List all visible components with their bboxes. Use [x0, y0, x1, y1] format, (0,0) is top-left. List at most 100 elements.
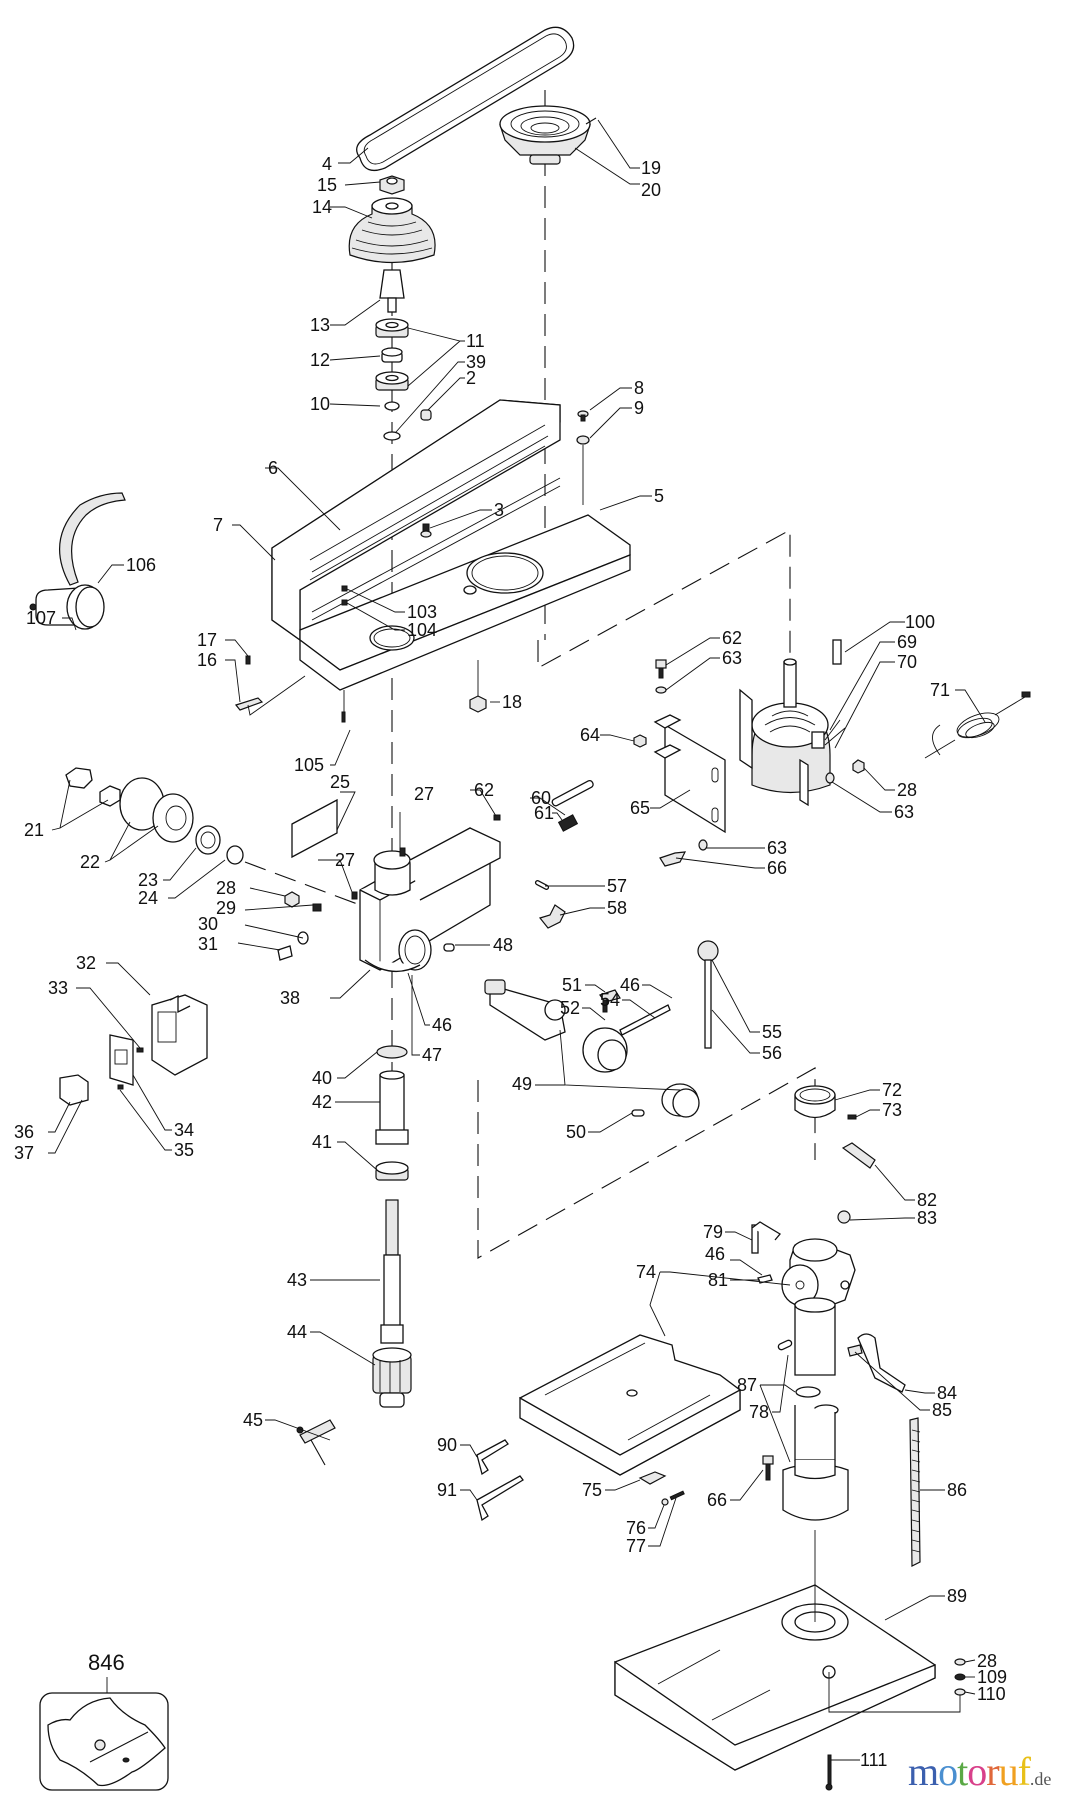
motor-alignment-line [537, 529, 791, 720]
callout-10: 10 [310, 394, 330, 414]
lower-bearing [375, 371, 409, 391]
callout-8: 8 [634, 378, 644, 398]
logo-letter: o [967, 1749, 987, 1794]
callout-76: 76 [626, 1518, 646, 1538]
washer-9 [576, 435, 590, 445]
callout-51: 51 [562, 975, 582, 995]
callout-9: 9 [634, 398, 644, 418]
hex-key-91 [476, 1475, 524, 1522]
callout-77: 77 [626, 1536, 646, 1556]
label-plate-25 [291, 798, 338, 859]
pinion-shaft-49 [484, 979, 566, 1041]
bearing-spacer [381, 347, 403, 363]
callout-54: 54 [600, 990, 620, 1010]
callout-100: 100 [905, 612, 935, 632]
callout-38: 38 [280, 988, 300, 1008]
callout-82: 82 [917, 1190, 937, 1210]
callout-39: 39 [466, 352, 486, 372]
callout-6: 6 [268, 458, 278, 478]
callout-36: 36 [14, 1122, 34, 1142]
callout-12: 12 [310, 350, 330, 370]
callout-104: 104 [407, 620, 437, 640]
callout-14: 14 [312, 197, 332, 217]
washer-63c [825, 772, 835, 784]
callout-57: 57 [607, 876, 627, 896]
hub-49 [661, 1083, 700, 1118]
callout-20: 20 [641, 180, 661, 200]
callout-46-bracket: 46 [705, 1244, 725, 1264]
callout-74: 74 [636, 1262, 656, 1282]
set-screw-73 [847, 1114, 857, 1120]
power-cord [924, 691, 1031, 759]
switch-box [59, 994, 208, 1106]
callout-103: 103 [407, 602, 437, 622]
callout-91: 91 [437, 1480, 457, 1500]
callout-62-head: 62 [474, 780, 494, 800]
set-screw-27b [351, 891, 358, 900]
callout-22: 22 [80, 852, 100, 872]
screw-8 [577, 410, 589, 422]
callout-64: 64 [580, 725, 600, 745]
bolt-85 [847, 1344, 863, 1357]
hex-key-90 [476, 1439, 509, 1476]
nut-64 [633, 734, 647, 748]
callout-90: 90 [437, 1435, 457, 1455]
callout-42: 42 [312, 1092, 332, 1112]
callout-44: 44 [287, 1322, 307, 1342]
callout-60: 60 [531, 788, 551, 808]
callout-81: 81 [708, 1270, 728, 1290]
callout-87: 87 [737, 1375, 757, 1395]
callout-69: 69 [897, 632, 917, 652]
callout-75: 75 [582, 1480, 602, 1500]
callout-35: 35 [174, 1140, 194, 1160]
callout-15: 15 [317, 175, 337, 195]
callout-56: 56 [762, 1043, 782, 1063]
nut-28-motor [852, 759, 865, 774]
pin-78 [777, 1339, 793, 1351]
bearing-41 [375, 1161, 409, 1181]
washer-63b [698, 839, 708, 851]
callout-66-column: 66 [707, 1490, 727, 1510]
hub-52 [582, 1027, 628, 1073]
callout-19: 19 [641, 158, 661, 178]
callout-34: 34 [174, 1120, 194, 1140]
logo-letter: r [986, 1749, 999, 1794]
spring-housing-parts [65, 767, 244, 865]
knob-2 [420, 409, 432, 421]
callout-33: 33 [48, 978, 68, 998]
belt-tension-parts [534, 779, 594, 929]
callout-109: 109 [977, 1667, 1007, 1687]
callout-73: 73 [882, 1100, 902, 1120]
spindle-pulley [348, 197, 436, 264]
callout-43: 43 [287, 1270, 307, 1290]
callout-58: 58 [607, 898, 627, 918]
callout-27-side: 27 [335, 850, 355, 870]
motor-pulley [499, 105, 591, 165]
callout-65: 65 [630, 798, 650, 818]
leader-lines [48, 119, 986, 1761]
callout-63-right: 63 [894, 802, 914, 822]
set-screw-19 [585, 117, 597, 125]
callout-83: 83 [917, 1208, 937, 1228]
callout-18: 18 [502, 692, 522, 712]
rack-86 [909, 1417, 921, 1567]
callout-11: 11 [466, 331, 485, 351]
callout-111: 111 [860, 1750, 887, 1770]
callout-49: 49 [512, 1074, 532, 1094]
callout-52: 52 [560, 998, 580, 1018]
callout-41: 41 [312, 1132, 332, 1152]
bolt-62 [655, 659, 667, 679]
callout-21: 21 [24, 820, 44, 840]
base [614, 1584, 936, 1771]
pulley-insert [379, 269, 405, 313]
callout-63-motor: 63 [722, 648, 742, 668]
callout-29: 29 [216, 898, 236, 918]
housing-screw-3 [420, 523, 432, 538]
nut-18 [469, 695, 487, 713]
chuck-44 [372, 1347, 412, 1408]
logo-letter: f [1017, 1749, 1031, 1794]
callout-16: 16 [197, 650, 217, 670]
nuts-28-109-110 [954, 1658, 966, 1696]
callout-5: 5 [654, 486, 664, 506]
table-bolts-75-77 [638, 1471, 685, 1506]
